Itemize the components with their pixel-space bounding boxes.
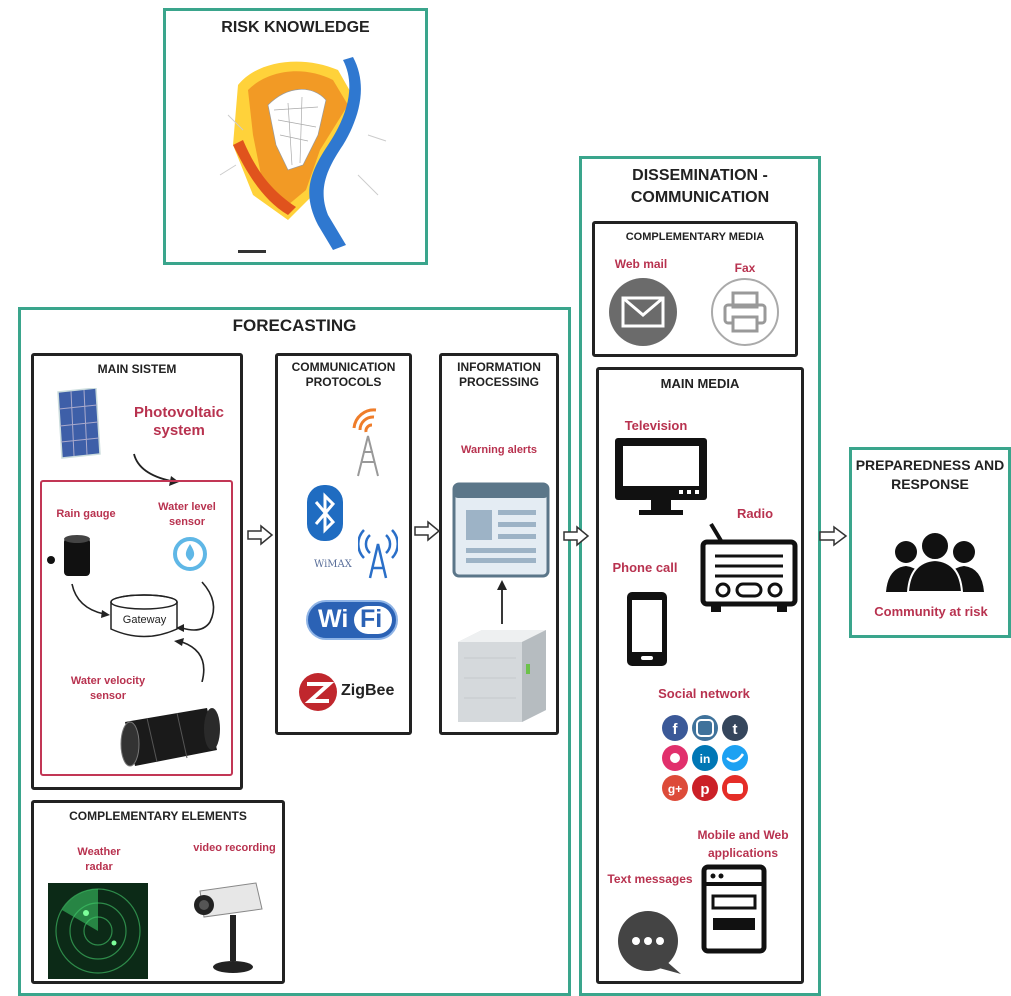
- bluetooth-icon: [307, 485, 343, 541]
- chat-bubble-icon: [618, 911, 681, 974]
- complementary-elements-title: COMPLEMENTARY ELEMENTS: [69, 809, 247, 823]
- wimax-icon: [358, 529, 398, 579]
- warning-alerts-label: Warning alerts: [461, 444, 537, 456]
- text-messages-label: Text messages: [607, 872, 693, 886]
- people-icon: [886, 531, 984, 592]
- antenna-tower-icon: [352, 408, 379, 477]
- water-level-label: Water level sensor: [158, 501, 216, 528]
- forecasting-box: FORECASTING: [18, 307, 571, 996]
- main-system-title: MAIN SISTEM: [97, 362, 177, 376]
- social-network-label: Social network: [658, 686, 750, 701]
- camera-icon: [194, 882, 263, 973]
- svg-text:p: p: [700, 781, 709, 798]
- arrow-connector: [497, 580, 507, 624]
- information-processing-title: INFORMATION PROCESSING: [457, 360, 541, 389]
- social-network-icons: f t in g+ p: [662, 715, 748, 801]
- web-mail-label: Web mail: [614, 257, 668, 271]
- gateway-icon: [71, 581, 215, 682]
- arrow-main-to-protocols: [247, 524, 274, 546]
- preparedness-title: PREPAREDNESS AND RESPONSE: [855, 457, 1005, 492]
- main-media-box: MAIN MEDIA Television Radio Phone call S…: [596, 367, 804, 984]
- dissemination-box: DISSEMINATION - COMMUNICATION: [579, 156, 821, 996]
- information-processing-box: INFORMATION PROCESSING Warning alerts: [439, 353, 559, 735]
- zigbee-label: ZigBee: [341, 682, 395, 699]
- svg-text:g+: g+: [668, 782, 682, 796]
- web-app-icon: [701, 864, 767, 954]
- complementary-media-box: COMPLEMENTARY MEDIA Web mail Fax: [592, 221, 798, 357]
- svg-text:in: in: [700, 752, 711, 766]
- communication-protocols-box: COMMUNICATION PROTOCOLS WiMAX Wi Fi ZigB…: [275, 353, 412, 735]
- fax-label: Fax: [734, 261, 756, 275]
- water-drop-icon: [173, 537, 207, 571]
- phone-icon: [627, 592, 667, 666]
- mobile-web-label: Mobile and Web applications: [697, 828, 789, 860]
- rain-gauge-label: Rain gauge: [56, 508, 116, 520]
- preparedness-box: PREPAREDNESS AND RESPONSE Community at r…: [849, 447, 1011, 638]
- photovoltaic-label: Photovoltaic system: [133, 404, 224, 439]
- forecasting-title: FORECASTING: [232, 316, 357, 335]
- risk-knowledge-box: RISK KNOWLEDGE: [163, 8, 428, 265]
- television-icon: [615, 438, 707, 515]
- wifi-fi-pill: [354, 606, 392, 634]
- complementary-elements-box: COMPLEMENTARY ELEMENTS Weather radar vid…: [31, 800, 285, 984]
- rain-gauge-icon: [47, 535, 90, 576]
- sensor-network-box: Rain gauge Water level sensor Gateway Wa…: [40, 480, 233, 776]
- community-label: Community at risk: [874, 604, 988, 619]
- svg-text:t: t: [733, 721, 738, 738]
- wimax-label: WiMAX: [314, 559, 352, 570]
- radio-label: Radio: [736, 506, 774, 521]
- zigbee-icon: [299, 673, 337, 711]
- arrow-media-to-preparedness: [819, 525, 848, 547]
- video-recording-label: video recording: [193, 842, 276, 854]
- gateway-label: Gateway: [122, 614, 167, 626]
- motor-icon: [120, 708, 220, 767]
- radio-icon: [700, 522, 798, 612]
- alert-window-icon: [452, 482, 550, 578]
- dissemination-title: DISSEMINATION - COMMUNICATION: [630, 167, 770, 206]
- wifi-fi-label: Fi: [360, 605, 383, 633]
- fax-icon: [711, 278, 779, 346]
- complementary-media-title: COMPLEMENTARY MEDIA: [625, 231, 765, 243]
- solar-panel-icon: [57, 388, 101, 459]
- wifi-wi-label: Wi: [318, 605, 349, 633]
- wifi-icon: Wi Fi: [306, 600, 398, 640]
- weather-radar-label: Weather radar: [77, 846, 121, 873]
- communication-protocols-title: COMMUNICATION PROTOCOLS: [291, 360, 396, 389]
- flood-map: [219, 57, 387, 253]
- server-icon: [458, 630, 546, 722]
- radar-icon: [48, 883, 148, 979]
- television-label: Television: [624, 418, 688, 433]
- phone-call-label: Phone call: [612, 560, 678, 575]
- svg-text:f: f: [673, 721, 679, 738]
- main-system-box: MAIN SISTEM Photovoltaic system: [31, 353, 243, 790]
- risk-knowledge-title: RISK KNOWLEDGE: [221, 19, 370, 36]
- mail-icon: [609, 278, 677, 346]
- arrow-processing-to-media: [563, 525, 590, 547]
- main-media-title: MAIN MEDIA: [660, 376, 740, 391]
- arrow-protocols-to-processing: [414, 520, 441, 542]
- water-velocity-label: Water velocity sensor: [70, 675, 146, 702]
